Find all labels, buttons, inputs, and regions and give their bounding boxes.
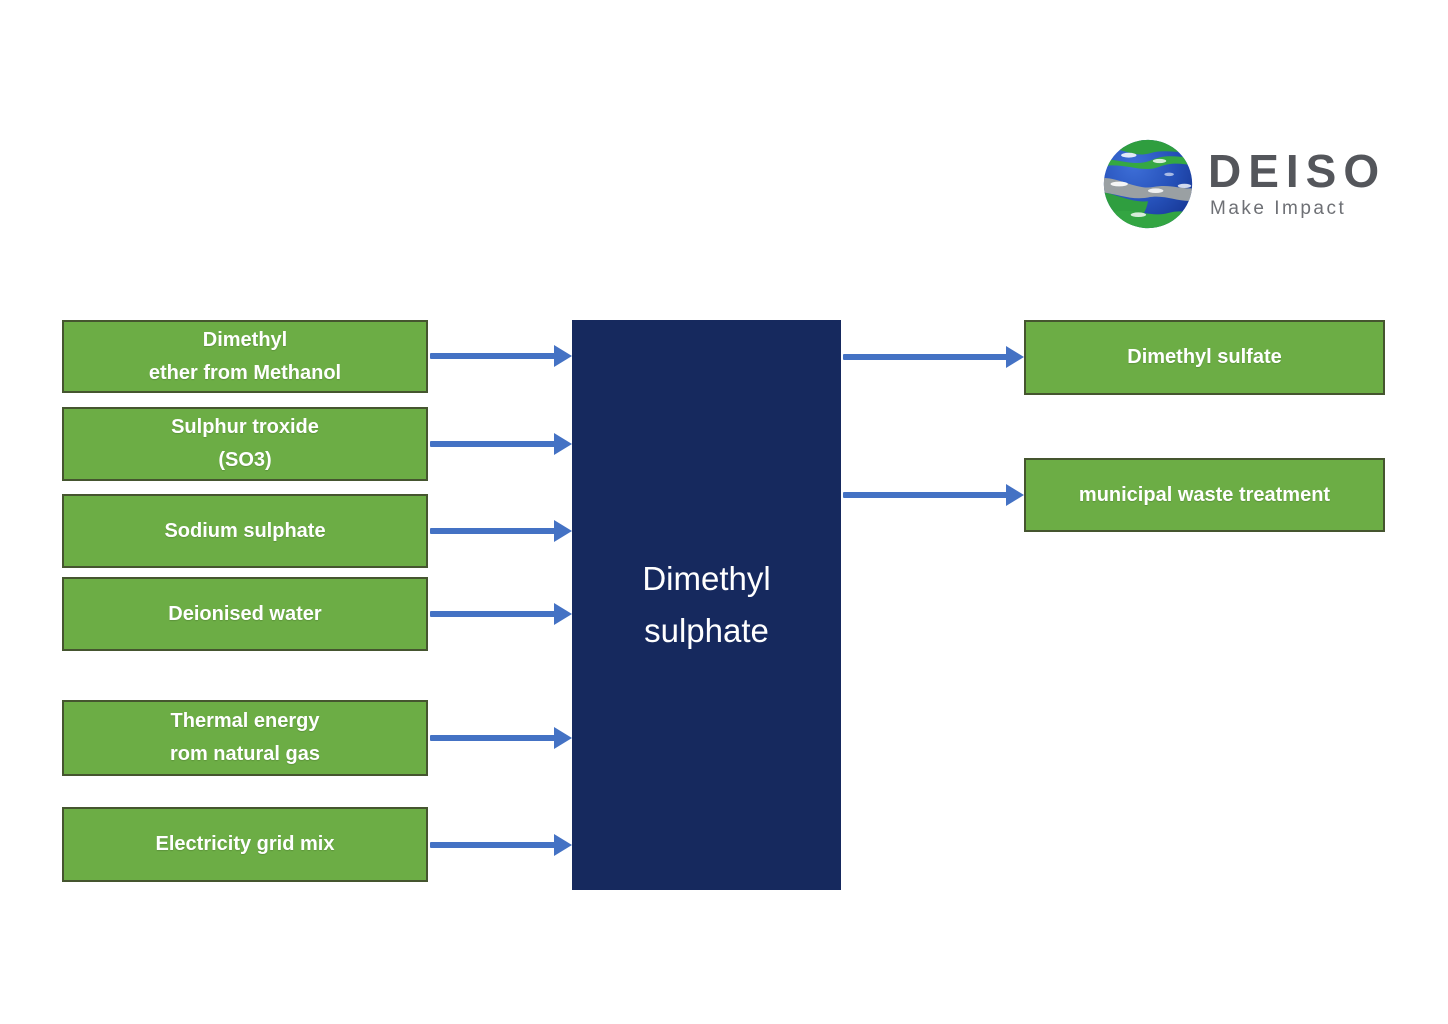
input-box-electricity-grid-mix: Electricity grid mix bbox=[62, 807, 428, 882]
input-arrow-6 bbox=[430, 834, 572, 856]
input-arrow-3 bbox=[430, 520, 572, 542]
arrowhead-icon bbox=[554, 433, 572, 455]
output-arrow-1 bbox=[843, 346, 1024, 368]
logo-globe-icon bbox=[1103, 139, 1193, 229]
input-box-deionised-water: Deionised water bbox=[62, 577, 428, 651]
logo-tagline: Make Impact bbox=[1210, 198, 1347, 219]
arrowhead-icon bbox=[554, 727, 572, 749]
arrowhead-icon bbox=[1006, 346, 1024, 368]
output-box-municipal-waste-treatment: municipal waste treatment bbox=[1024, 458, 1385, 532]
arrowhead-icon bbox=[554, 345, 572, 367]
output-box-dimethyl-sulfate: Dimethyl sulfate bbox=[1024, 320, 1385, 395]
input-arrow-5 bbox=[430, 727, 572, 749]
logo: DEISO Make Impact bbox=[1100, 136, 1386, 232]
process-box-dimethyl-sulphate: Dimethyl sulphate bbox=[572, 320, 841, 890]
arrowhead-icon bbox=[554, 834, 572, 856]
input-box-dimethyl-ether: Dimethyl ether from Methanol bbox=[62, 320, 428, 393]
input-arrow-1 bbox=[430, 345, 572, 367]
input-box-sulphur-troxide: Sulphur troxide (SO3) bbox=[62, 407, 428, 481]
input-arrow-4 bbox=[430, 603, 572, 625]
input-arrow-2 bbox=[430, 433, 572, 455]
output-arrow-2 bbox=[843, 484, 1024, 506]
arrowhead-icon bbox=[554, 603, 572, 625]
input-box-sodium-sulphate: Sodium sulphate bbox=[62, 494, 428, 568]
logo-brand-text: DEISO bbox=[1208, 145, 1387, 197]
input-box-thermal-energy: Thermal energy rom natural gas bbox=[62, 700, 428, 776]
arrowhead-icon bbox=[1006, 484, 1024, 506]
arrowhead-icon bbox=[554, 520, 572, 542]
